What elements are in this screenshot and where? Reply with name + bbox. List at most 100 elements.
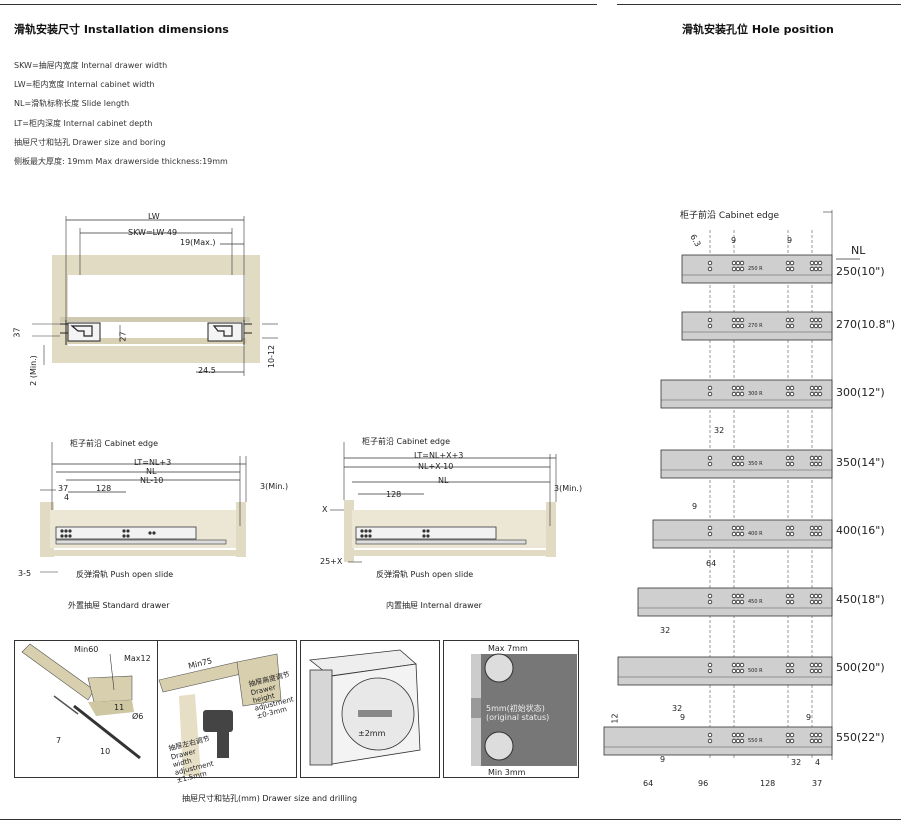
std-37: 37 [58, 484, 69, 493]
hole-position-diagram: 250 R 270 R 300 R 350 R 400 R 450 R 500 R 550 R [603, 210, 860, 760]
definition-lt: LT=柜内深度 Internal cabinet depth [14, 119, 153, 128]
size-450: 450(18") [836, 593, 885, 606]
hole-cabinet-edge: 柜子前沿 Cabinet edge [680, 211, 780, 221]
size-250: 250(10") [836, 265, 885, 278]
std-128: 128 [96, 484, 112, 493]
std-nl10: NL-10 [140, 476, 164, 485]
internal-drawer-diagram [330, 442, 557, 563]
definition-nl: NL=滑轨标称长度 Slide length [14, 99, 130, 108]
detail-max12: Max12 [124, 654, 151, 663]
hole-32-c: 32 [672, 704, 683, 713]
hole-9-b: 9 [680, 713, 686, 722]
hole-128: 128 [760, 779, 776, 788]
slide-rail-bar [681, 254, 833, 284]
rail-model-label: 250 R [748, 266, 763, 272]
right-slide-profile [207, 320, 252, 345]
int-3min: 3(Min.) [554, 484, 583, 493]
slide-rail-bar [660, 449, 833, 479]
int-x: X [322, 505, 328, 514]
detail-orig-en: (original status) [486, 713, 550, 722]
std-4: 4 [64, 493, 70, 502]
std-3min: 3(Min.) [260, 482, 289, 491]
dim-24-5: 24.5 [198, 366, 216, 375]
hole-12: 12 [610, 713, 620, 724]
hole-64-b: 64 [643, 779, 654, 788]
hole-32-b: 32 [660, 626, 671, 635]
front-view-diagram [32, 216, 278, 376]
top-rule-right [617, 4, 901, 5]
header-left: 滑轨安装尺寸 Installation dimensions [14, 23, 229, 36]
int-push-open: 反弹滑轨 Push open slide [376, 570, 474, 579]
detail-min60: Min60 [74, 645, 99, 654]
detail-d6: Ø6 [132, 712, 144, 721]
rail-model-label: 400 R [748, 531, 763, 537]
rail-model-label: 550 R [748, 738, 763, 744]
size-550: 550(22") [836, 731, 885, 744]
int-128: 128 [386, 490, 402, 499]
cabinet-front [344, 500, 354, 562]
definition-skw: SKW=抽屉内宽度 Internal drawer width [14, 61, 168, 70]
standard-slide-rail [55, 526, 197, 540]
hole-9-top-right: 9 [787, 236, 793, 245]
hole-32-a: 32 [714, 426, 725, 435]
hole-64: 64 [706, 559, 717, 568]
drawer-opening [80, 275, 233, 320]
int-nl: NL [438, 476, 449, 485]
hole-4: 4 [815, 758, 821, 767]
internal-slide-rail [355, 526, 497, 540]
hole-9-d: 9 [660, 755, 666, 764]
definition-lw: LW=柜内宽度 Internal cabinet width [14, 80, 155, 89]
detail-min3: Min 3mm [488, 768, 526, 777]
hole-37: 37 [812, 779, 823, 788]
top-rule-left [0, 4, 597, 5]
dim-37: 37 [12, 327, 22, 338]
rail-model-label: 300 R [748, 391, 763, 397]
slide-rail-bar [617, 656, 833, 686]
detail-panel-zoom [300, 640, 440, 778]
dim-27: 27 [118, 331, 128, 342]
std-cabinet-edge: 柜子前沿 Cabinet edge [70, 439, 159, 448]
slide-rail-bar [681, 311, 833, 341]
int-cabinet-edge: 柜子前沿 Cabinet edge [362, 437, 451, 446]
rail-model-label: 500 R [748, 668, 763, 674]
dim-2min: 2 (Min.) [28, 355, 38, 386]
hole-nl-header: NL [851, 244, 866, 257]
detail-pm2: ±2mm [358, 729, 386, 738]
hole-96: 96 [698, 779, 709, 788]
size-270: 270(10.8") [836, 318, 896, 331]
detail-10: 10 [100, 747, 111, 756]
size-500: 500(20") [836, 661, 885, 674]
definition-boring: 抽屉尺寸和钻孔 Drawer size and boring [14, 138, 166, 147]
rail-model-label: 270 R [748, 323, 763, 329]
bottom-rule [0, 819, 901, 820]
size-400: 400(16") [836, 524, 885, 537]
slide-rail-bar [660, 379, 833, 409]
left-slide-profile [60, 320, 101, 345]
detail-caption: 抽屉尺寸和钻孔(mm) Drawer size and drilling [182, 794, 358, 803]
size-300: 300(12") [836, 386, 885, 399]
rail-model-label: 350 R [748, 461, 763, 467]
size-350: 350(14") [836, 456, 885, 469]
std-lt: LT=NL+3 [134, 458, 172, 467]
rail-model-label: 450 R [748, 599, 763, 605]
header-right: 滑轨安装孔位 Hole position [682, 23, 834, 36]
detail-11: 11 [114, 703, 125, 712]
detail-orig: 5mm(初始状态) [486, 704, 545, 713]
std-caption: 外置抽屉 Standard drawer [68, 601, 170, 610]
int-caption: 内置抽屉 Internal drawer [386, 601, 482, 610]
int-lt: LT=NL+X+3 [414, 451, 464, 460]
hole-9-top: 9 [731, 236, 737, 245]
detail-max7: Max 7mm [488, 644, 528, 653]
std-push-open: 反弹滑轨 Push open slide [76, 570, 174, 579]
hole-9-a: 9 [692, 502, 698, 511]
std-nl: NL [146, 467, 157, 476]
detail-panel-adjust [157, 640, 297, 778]
std-3-5: 3-5 [18, 569, 32, 578]
slide-rail-bar [603, 726, 833, 756]
dim-lw: LW [148, 212, 160, 221]
standard-drawer-diagram [40, 442, 247, 573]
dim-skw: SKW=LW-49 [128, 228, 178, 237]
detail-panel-gap [443, 640, 579, 778]
definition-thickness: 侧板最大厚度: 19mm Max drawerside thickness:19… [14, 157, 228, 166]
hole-9-c: 9 [806, 713, 812, 722]
